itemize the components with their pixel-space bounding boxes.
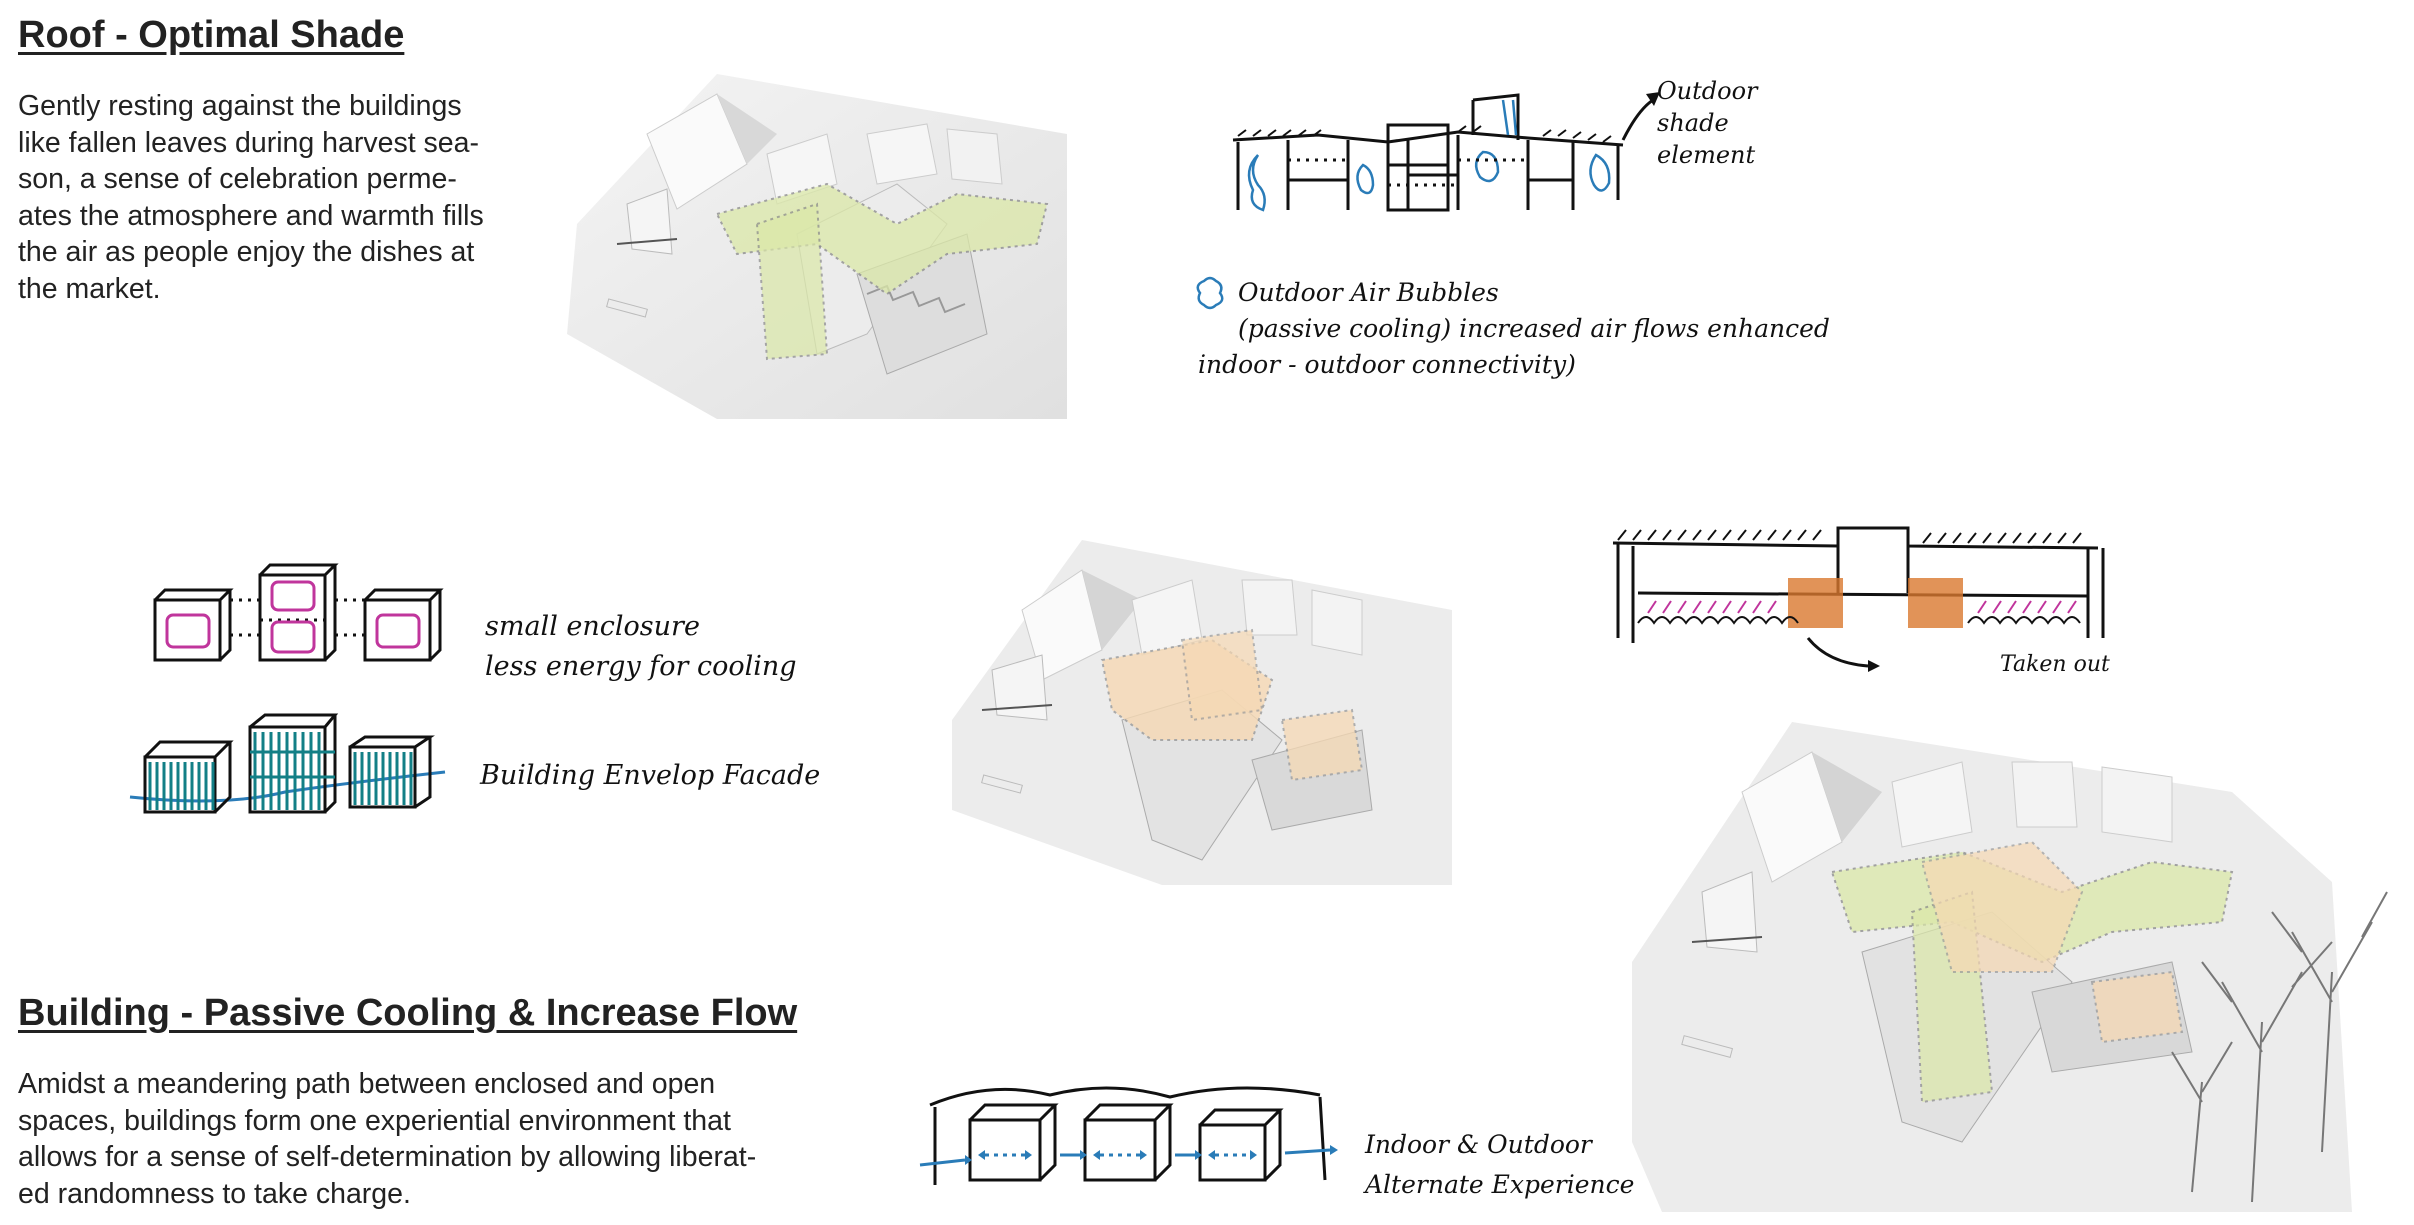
roof-line: son, a sense of celebration perme- [18,163,457,195]
note-outdoor-shade: Outdoor shade element [1657,77,1758,169]
sketch-small-enclosures [153,563,444,662]
air-bubble-icon [1196,276,1224,310]
roof-line: the market. [18,272,161,305]
note-small-enclosure: small enclosure less energy for cooling [485,611,797,682]
note-taken-out: Taken out [2000,652,2110,677]
model-photo-combined [1632,722,2388,1212]
building-line: Amidst a meandering path between enclose… [18,1068,716,1100]
model-photo-cooling [952,540,1452,885]
building-description: Amidst a meandering path between enclose… [18,1066,756,1212]
sketch-indoor-outdoor [919,1086,1338,1185]
building-line: spaces, buildings form one experiential … [18,1104,731,1137]
sketch-shade-section [1232,92,1660,212]
building-line: allows for a sense of self-determination… [18,1141,757,1173]
roof-line: like fallen leaves during harvest sea- [18,126,479,159]
building-section-title: Building - Passive Cooling & Increase Fl… [18,992,798,1034]
model-photo-roof [567,74,1067,419]
roof-line: Gently resting against the buildings [18,90,462,122]
roof-description: Gently resting against the buildings lik… [18,88,484,307]
sketch-building-envelope [129,713,446,814]
note-building-envelope: Building Envelop Facade [480,760,821,791]
note-air-bubbles: Outdoor Air Bubbles (passive cooling) in… [1198,278,1830,379]
note-indoor-outdoor: Indoor & Outdoor Alternate Experience [1365,1130,1635,1199]
building-line: ed randomness to take charge. [18,1177,411,1210]
sketch-taken-out-section [1612,526,2105,672]
roof-line: the air as people enjoy the dishes at [18,236,475,268]
roof-line: ates the atmosphere and warmth fills [18,199,484,232]
roof-section-title: Roof - Optimal Shade [18,14,405,56]
